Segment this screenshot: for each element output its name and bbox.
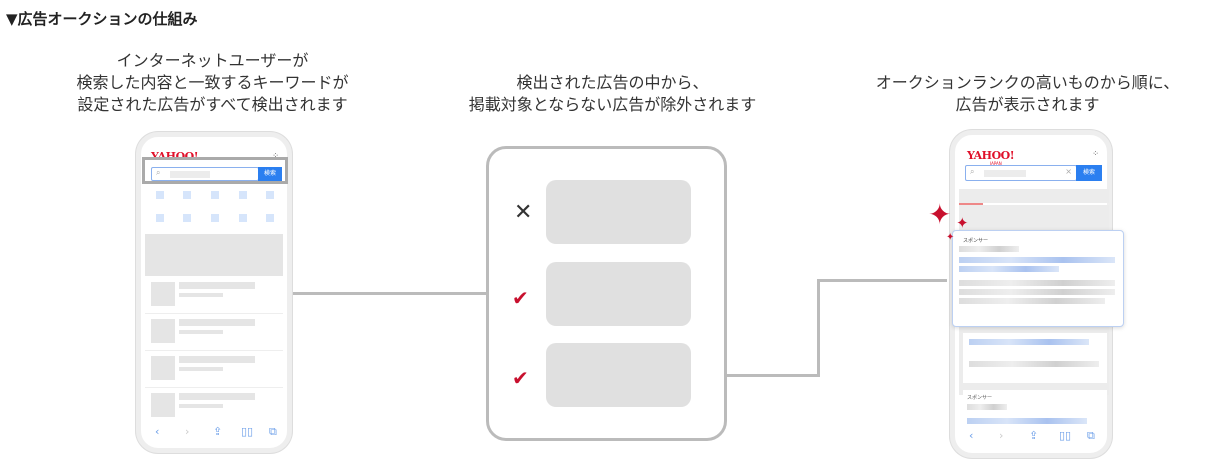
yahoo-logo: YAHOO!: [967, 149, 1015, 162]
ad-card-excluded: [546, 180, 691, 244]
grid-icon: ⁘: [272, 151, 279, 160]
tile-grid: [146, 186, 284, 226]
sparkle-icon: ✦: [956, 214, 969, 232]
step-3-caption: オークションランクの高いものから順に、 広告が表示されます: [855, 72, 1200, 116]
sponsor-label: スポンサー: [963, 238, 989, 244]
caption-line: 掲載対象とならない広告が除外されます: [468, 95, 757, 114]
connector-line: [817, 279, 947, 282]
forward-icon: ›: [185, 425, 190, 438]
step-2-caption: 検出された広告の中から、 掲載対象とならない広告が除外されます: [440, 72, 785, 116]
sponsor-label: スポンサー: [967, 395, 993, 401]
check-icon: ✔: [512, 366, 529, 390]
back-icon: ‹: [155, 425, 160, 438]
caption-line: インターネットユーザーが: [116, 51, 309, 70]
list-item: [145, 388, 283, 425]
ad-result-3: スポンサー: [963, 390, 1107, 430]
active-tab-indicator: [959, 203, 983, 205]
back-icon: ‹: [969, 429, 974, 442]
phone-search-page: YAHOO! ⁘ ⌕ 検索 ‹ › ⇪ ▯▯ ⧉: [136, 132, 292, 453]
list-item: [145, 277, 283, 314]
clear-icon: ×: [1065, 167, 1072, 176]
ad-card: [546, 262, 691, 326]
ad-result-2: [963, 333, 1107, 383]
share-icon: ⇪: [1029, 429, 1039, 442]
caption-line: 検索した内容と一致するキーワードが: [76, 73, 349, 92]
caption-line: 広告が表示されます: [955, 95, 1100, 114]
sparkle-icon: ✦: [928, 198, 952, 231]
tabs-icon: ⧉: [269, 425, 277, 438]
list-item: [145, 314, 283, 351]
bookmarks-icon: ▯▯: [1059, 429, 1072, 442]
tabs-icon: ⧉: [1087, 429, 1095, 442]
search-input[interactable]: ⌕: [151, 167, 259, 181]
yahoo-logo-sub: JAPAN: [990, 161, 1002, 166]
section-title: ▼広告オークションの仕組み: [6, 10, 198, 28]
search-icon: ⌕: [970, 167, 975, 176]
search-input[interactable]: ⌕ ×: [965, 165, 1077, 181]
search-button[interactable]: 検索: [1076, 165, 1102, 181]
connector-line: [817, 279, 820, 377]
ad-card: [546, 343, 691, 407]
bookmarks-icon: ▯▯: [241, 425, 254, 438]
search-button[interactable]: 検索: [258, 167, 282, 181]
connector-line: [211, 292, 487, 295]
grid-icon: ⁘: [1092, 149, 1099, 158]
x-icon: ✕: [514, 200, 533, 225]
connector-line: [690, 374, 820, 377]
check-icon: ✔: [512, 286, 529, 310]
tab-strip: [959, 189, 1109, 203]
result-list: [145, 277, 283, 425]
forward-icon: ›: [999, 429, 1004, 442]
caption-line: 検出された広告の中から、: [516, 73, 709, 92]
caption-line: 設定された広告がすべて検出されます: [77, 95, 348, 114]
search-icon: ⌕: [156, 168, 161, 177]
list-item: [145, 351, 283, 388]
step-1-caption: インターネットユーザーが 検索した内容と一致するキーワードが 設定された広告がす…: [40, 50, 385, 116]
sparkle-icon: ✦: [946, 232, 955, 243]
caption-line: オークションランクの高いものから順に、: [875, 73, 1180, 92]
share-icon: ⇪: [213, 425, 223, 438]
top-ad-card: スポンサー: [952, 230, 1124, 327]
search-highlight-box: [142, 157, 288, 184]
